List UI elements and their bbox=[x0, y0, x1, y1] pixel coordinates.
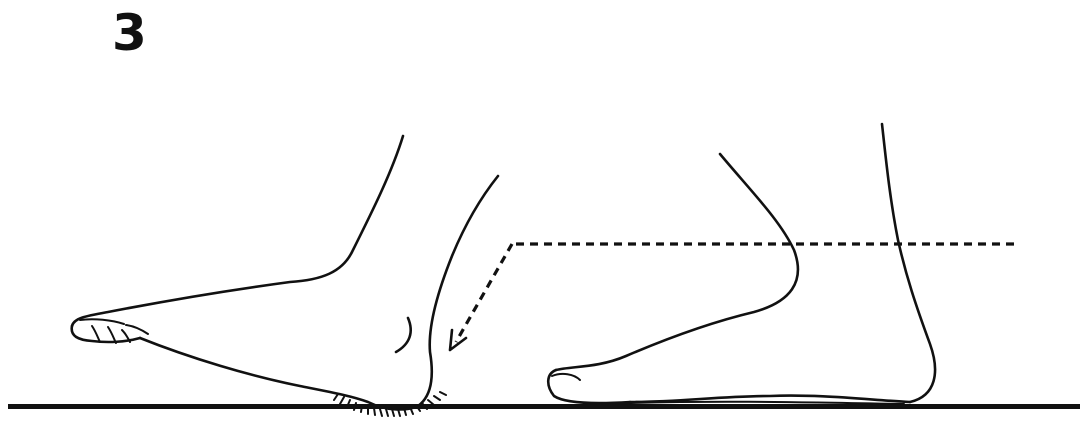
motion-arrow-dashed bbox=[450, 244, 1014, 350]
left-foot-heel-strike bbox=[72, 136, 498, 416]
ground-line bbox=[8, 404, 1080, 409]
right-foot-flat bbox=[548, 124, 935, 404]
